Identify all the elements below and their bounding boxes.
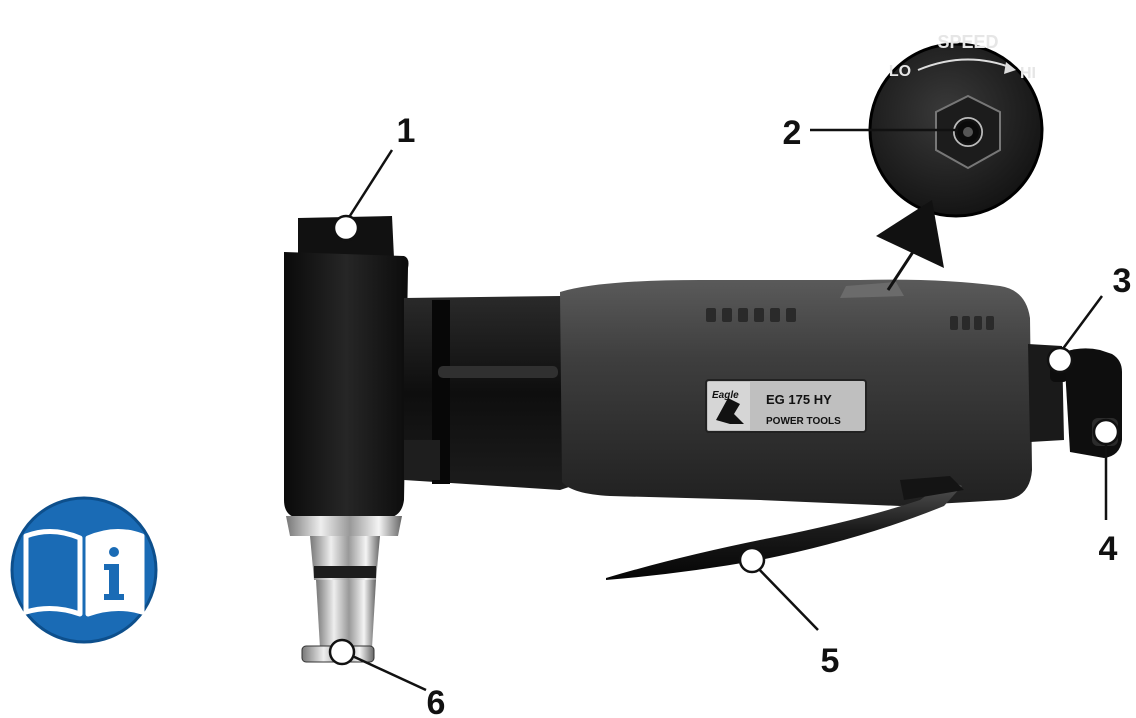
model-badge: Eagle EG 175 HY POWER TOOLS <box>705 379 867 433</box>
badge-brand: Eagle <box>712 390 739 401</box>
callout-6: 6 <box>427 684 446 718</box>
arrow-up-right-icon <box>876 200 944 291</box>
callout-3: 3 <box>1113 262 1132 300</box>
marker-1 <box>332 214 360 242</box>
badge-model: EG 175 HY <box>766 392 832 407</box>
trigger-lever <box>606 480 962 580</box>
dial-arc-arrow <box>1004 62 1016 74</box>
dial-arc <box>917 58 1013 71</box>
callout-markers <box>328 118 1120 666</box>
brand-eagle-icon <box>716 398 744 424</box>
speed-dial-inset: SPEED LO HI <box>868 32 1044 218</box>
marker-2 <box>954 118 982 146</box>
badge-subtitle: POWER TOOLS <box>766 416 841 427</box>
speed-knob <box>840 282 904 298</box>
nibbler-tool: Eagle EG 175 HY POWER TOOLS <box>284 216 1122 663</box>
cutting-head <box>284 252 409 518</box>
leader-3 <box>1060 295 1104 351</box>
housing-slot <box>438 366 558 378</box>
leader-1 <box>344 149 394 223</box>
leader-5 <box>751 561 819 631</box>
dial-low: LO <box>889 63 911 80</box>
grip-ridges <box>706 308 994 330</box>
leader-6 <box>347 652 427 692</box>
marker-6 <box>328 638 356 666</box>
read-manual-icon <box>8 494 160 646</box>
lever-pivot <box>900 476 964 500</box>
marker-3 <box>1046 346 1074 374</box>
die-nut <box>286 516 402 536</box>
callout-2: 2 <box>783 114 802 152</box>
housing-lower-lip <box>404 440 440 480</box>
dial-title: SPEED <box>937 32 998 52</box>
callout-4: 4 <box>1099 530 1118 568</box>
marker-4 <box>1092 418 1120 446</box>
callout-leaders <box>344 128 1108 692</box>
callout-1: 1 <box>397 112 416 150</box>
punch-shaft <box>316 580 376 648</box>
marker-5 <box>738 546 766 574</box>
housing-ring <box>432 300 450 484</box>
die-band <box>314 566 376 578</box>
dial-high: HI <box>1020 65 1036 82</box>
callout-5: 5 <box>821 642 840 680</box>
